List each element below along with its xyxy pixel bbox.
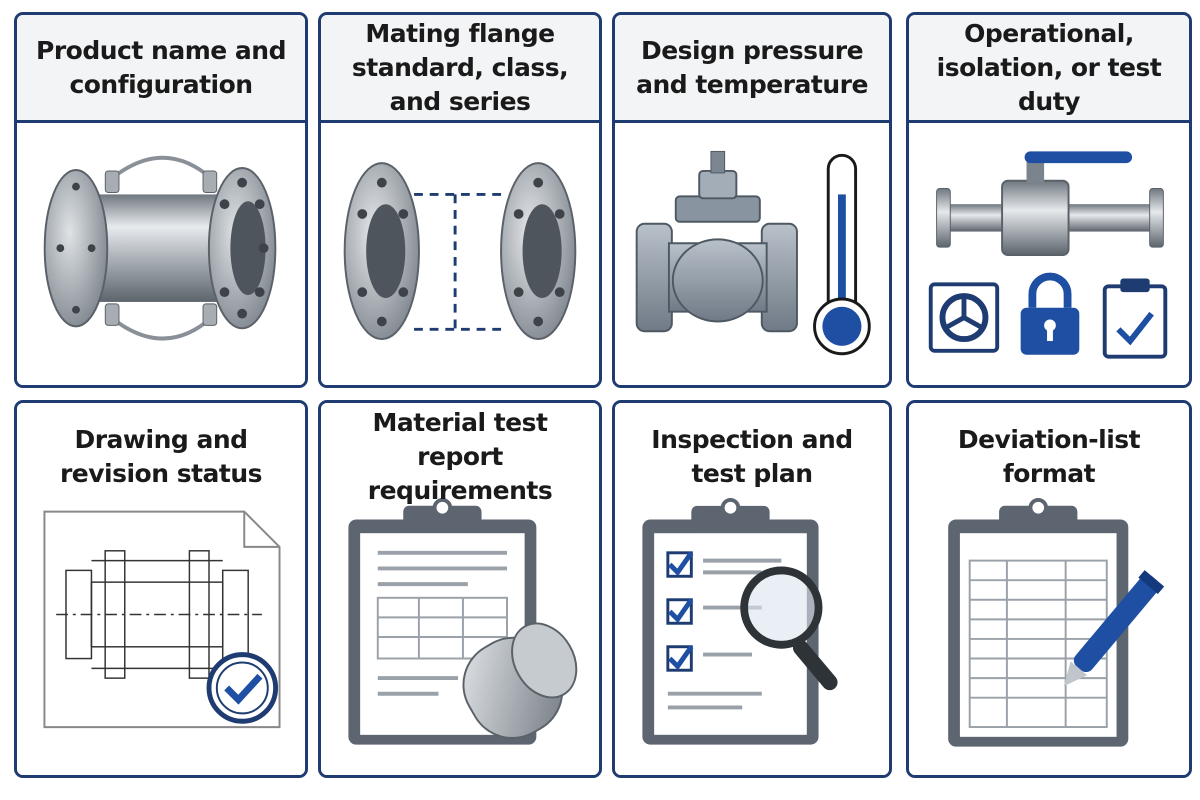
card-design-pressure: Design pressure and temperature xyxy=(612,12,892,388)
check-valve-thermometer-icon xyxy=(635,150,871,356)
clipboard-pen-icon xyxy=(948,497,1165,747)
card-duty: Operational, isolation, or test duty xyxy=(906,12,1192,388)
card-title: Operational, isolation, or test duty xyxy=(936,18,1162,116)
card-material-test-report: Material test report requirements xyxy=(318,400,602,778)
card-title: Product name and configuration xyxy=(36,35,286,99)
card-header: Deviation-list format xyxy=(909,415,1189,499)
ball-valve-duty-icon xyxy=(928,151,1168,359)
card-product-configuration: Product name and configuration xyxy=(14,12,308,388)
clipboard-check-icon xyxy=(1102,278,1168,359)
card-illustration xyxy=(17,126,305,385)
card-mating-flange: Mating flange standard, class, and serie… xyxy=(318,12,602,388)
card-illustration xyxy=(17,403,305,775)
card-header: Product name and configuration xyxy=(17,15,305,123)
card-header: Drawing and revision status xyxy=(17,415,305,499)
card-drawing-revision: Drawing and revision status xyxy=(14,400,308,778)
card-illustration xyxy=(321,126,599,385)
flanged-spool-icon xyxy=(43,155,277,341)
drawing-check-icon xyxy=(43,510,281,729)
card-illustration xyxy=(615,126,889,385)
card-inspection-test-plan: Inspection and test plan xyxy=(612,400,892,778)
card-deviation-list: Deviation-list format xyxy=(906,400,1192,778)
card-header: Inspection and test plan xyxy=(615,415,889,499)
card-header: Operational, isolation, or test duty xyxy=(909,15,1189,123)
card-title: Mating flange standard, class, and serie… xyxy=(351,18,569,116)
flange-pair-icon xyxy=(343,162,577,341)
card-title: Material test report requirements xyxy=(367,408,553,505)
card-title: Inspection and test plan xyxy=(651,425,853,488)
clipboard-bar-stock-icon xyxy=(348,497,578,745)
card-header: Material test report requirements xyxy=(321,408,599,505)
card-header: Mating flange standard, class, and serie… xyxy=(321,15,599,123)
card-title: Design pressure and temperature xyxy=(636,35,868,99)
handwheel-icon xyxy=(928,282,1000,353)
card-illustration xyxy=(321,403,599,775)
card-title: Drawing and revision status xyxy=(59,425,263,488)
card-header: Design pressure and temperature xyxy=(615,15,889,123)
card-illustration xyxy=(909,403,1189,775)
card-title: Deviation-list format xyxy=(957,425,1141,488)
card-illustration xyxy=(615,403,889,775)
lock-icon xyxy=(1020,272,1080,355)
card-illustration xyxy=(909,126,1189,385)
checklist-magnifier-icon xyxy=(642,497,838,745)
